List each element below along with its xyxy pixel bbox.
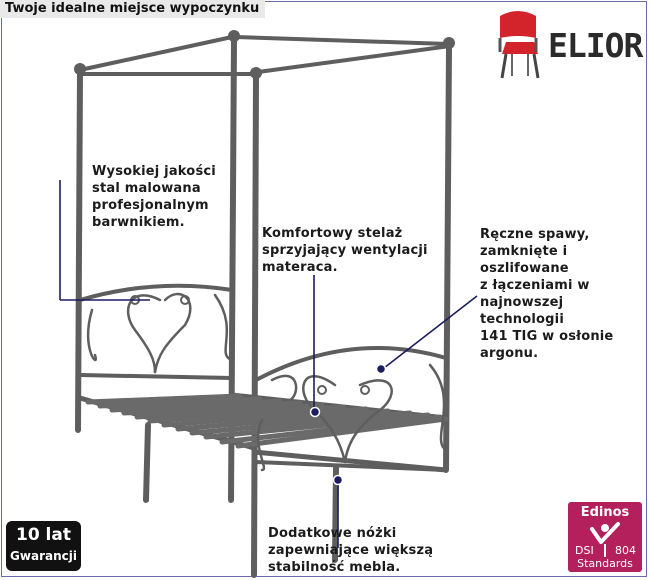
edinos-certificate-badge: Edinos DSI 804 Standards (568, 502, 642, 572)
certificate-brand: Edinos (580, 505, 630, 520)
annotation-line: Komfortowy stelaż (262, 226, 403, 241)
annotation-line: sprzyjający wentylacji (262, 243, 428, 258)
annotation-line: Dodatkowe nóżki (268, 526, 397, 541)
checkmark-person-icon (590, 522, 620, 557)
annotation-line: argonu. (480, 346, 539, 361)
annotation-line: oszlifowane (480, 261, 569, 276)
warranty-years: 10 lat (15, 525, 71, 545)
annotation-line: najnowszej (480, 295, 564, 310)
annotation-line: z łączeniami w (480, 278, 590, 293)
annotation-line: stabilność mebla. (268, 560, 401, 575)
annotation-line: barwnikiem. (92, 215, 185, 230)
warranty-badge: 10 lat Gwarancji (6, 521, 81, 571)
red-chair-icon (498, 11, 540, 79)
annotation-line: profesjonalnym (92, 198, 209, 213)
annotation-line: technologii (480, 312, 564, 327)
certificate-standards: Standards (577, 557, 633, 570)
brand-name: ELIOR (548, 26, 643, 65)
annotation-extra-feet: Dodatkowe nóżki zapewniające większą sta… (268, 525, 433, 576)
certificate-right: 804 (615, 544, 636, 557)
annotation-line: zapewniające większą (268, 543, 434, 558)
warranty-label: Gwarancji (10, 549, 77, 563)
annotation-steel: Wysokiej jakości stal malowana profesjon… (92, 163, 216, 231)
annotation-line: Ręczne spawy, (480, 227, 590, 242)
annotation-slat-frame: Komfortowy stelaż sprzyjający wentylacji… (262, 225, 428, 276)
annotation-line: stal malowana (92, 181, 201, 196)
brand-logo: ELIOR (492, 8, 643, 80)
slogan-banner: Twoje idealne miejsce wypoczynku (0, 0, 266, 18)
annotation-welds: Ręczne spawy, zamknięte i oszlifowane z … (480, 226, 613, 362)
certificate-left: DSI (575, 544, 594, 557)
annotation-line: 141 TIG w osłonie (480, 329, 614, 344)
annotation-line: zamknięte i (480, 244, 568, 259)
annotation-line: Wysokiej jakości (92, 164, 216, 179)
annotation-line: materaca. (262, 260, 338, 275)
